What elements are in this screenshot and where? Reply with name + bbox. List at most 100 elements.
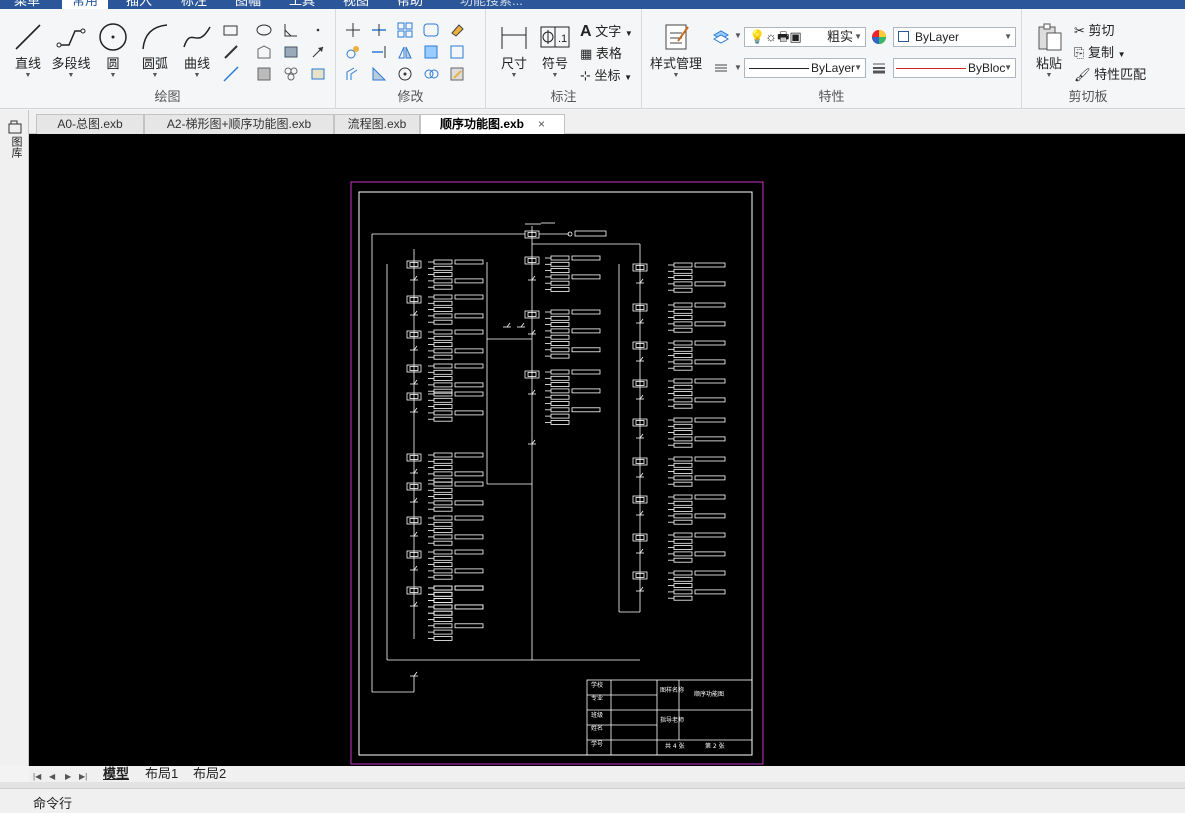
image-icon[interactable] [309,65,327,83]
rectangle-icon[interactable] [222,21,240,39]
line-icon [15,24,41,50]
properties-group-label: 特性 [818,89,845,104]
ellipse-icon[interactable] [255,21,273,39]
layer-manager-icon[interactable] [712,27,730,45]
chevron-down-icon[interactable]: ▼ [734,31,742,40]
menu-item-menu[interactable]: 菜单 [14,0,41,8]
step-inner [527,258,537,263]
lineweight-icon[interactable] [870,59,888,77]
stretch-icon[interactable] [422,43,440,61]
window-select-icon[interactable] [448,43,466,61]
scale-icon[interactable] [370,65,388,83]
action-box [673,576,693,582]
arc-tool[interactable]: 圆弧 ▼ [137,21,173,80]
action-box [433,610,453,616]
paste-button[interactable]: 粘贴 ▼ [1030,21,1068,80]
step-box [524,310,540,319]
nav-next-icon[interactable]: ▶ [65,772,72,781]
region-icon[interactable] [255,65,273,83]
hatch-line-icon[interactable] [222,43,240,61]
copy-object-icon[interactable] [344,43,362,61]
chart-line [413,310,418,316]
cloud-icon[interactable] [282,65,300,83]
nav-last-icon[interactable]: ▶| [79,772,88,781]
symbol-tool[interactable]: .1 符号 ▼ [536,21,574,80]
layer-combo[interactable]: 💡☼🖶▣ 粗实 ▼ [744,27,866,47]
action-box [433,397,453,403]
menu-item-annotate[interactable]: 标注 [181,0,208,8]
explode-icon[interactable] [422,65,440,83]
offset-icon[interactable] [344,65,362,83]
cut-button[interactable]: ✂ 剪切 [1074,23,1115,38]
function-search-input[interactable]: 功能搜索... [460,0,523,8]
layout-tab-2[interactable]: 布局2 [193,766,227,781]
layout-tab-1[interactable]: 布局1 [145,766,179,781]
copy-button[interactable]: ⎘ 复制 ▼ [1074,45,1126,60]
line-tool[interactable]: 直线 ▼ [8,21,48,80]
action-box [673,513,693,519]
fillet-icon[interactable] [422,21,440,39]
library-tab[interactable]: 图库 [10,136,22,158]
action-label-box [454,604,484,610]
move-icon[interactable] [344,21,362,39]
linetype-combo[interactable]: ByLayer ▼ [744,58,866,78]
action-label-box [571,369,601,375]
file-tab-active[interactable]: 顺序功能图.exb× [420,114,565,134]
action-box [550,261,570,267]
action-label-box [694,378,726,384]
step-inner [527,372,537,377]
file-tab[interactable]: A2-梯形图+顺序功能图.exb [144,114,334,134]
menu-item-tools[interactable]: 工具 [289,0,316,8]
file-tab[interactable]: A0-总图.exb [36,114,144,134]
menu-item-sheet[interactable]: 图幅 [235,0,262,8]
dimension-tool[interactable]: 尺寸 ▼ [494,21,534,80]
style-manager-tool[interactable]: 样式管理 ▼ [648,21,704,80]
arrow-icon[interactable] [309,43,327,61]
action-box [673,275,693,281]
table-button[interactable]: ▦ 表格 [580,46,622,61]
properties-edit-icon[interactable] [448,65,466,83]
menu-item-insert[interactable]: 插入 [126,0,153,8]
circle-tool[interactable]: 圆 ▼ [96,21,130,80]
eraser-icon[interactable] [448,21,466,39]
file-tab[interactable]: 流程图.exb [334,114,420,134]
sequential-function-chart [371,222,726,693]
lineweight-combo[interactable]: ByBloc ▼ [893,58,1016,78]
array-icon[interactable] [396,21,414,39]
trim-icon[interactable] [370,21,388,39]
curve-tool[interactable]: 曲线 ▼ [179,21,215,80]
chevron-down-icon[interactable]: ▼ [734,63,742,72]
menu-item-view[interactable]: 视图 [343,0,370,8]
action-label-box [694,551,726,557]
block-icon[interactable] [282,43,300,61]
color-wheel-icon[interactable] [870,28,888,46]
layout-tab-model[interactable]: 模型 [103,766,130,781]
nav-first-icon[interactable]: |◀ [33,772,42,781]
action-box [673,589,693,595]
action-box [673,423,693,429]
extend-icon[interactable] [370,43,388,61]
color-combo[interactable]: ByLayer ▼ [893,27,1016,47]
horizontal-scrollbar[interactable] [0,782,1185,788]
menu-item-help[interactable]: 帮助 [397,0,424,8]
command-line[interactable]: 命令行 [0,788,1185,813]
text-button[interactable]: A 文字 ▼ [580,23,633,40]
drawing-canvas[interactable]: 学校 专业 班级 姓名 学号 图样名称 顺序功能图 指导老师 共 4 张 第 2… [29,134,1185,766]
action-box [433,335,453,341]
nav-prev-icon[interactable]: ◀ [49,772,56,781]
coordinate-button[interactable]: ⊹ 坐标 ▼ [580,68,633,83]
match-properties-button[interactable]: 🖌 特性匹配 [1074,67,1147,82]
linetype-icon[interactable] [712,59,730,77]
rotate-icon[interactable] [396,65,414,83]
mirror-icon[interactable] [396,43,414,61]
library-icon[interactable] [8,120,22,137]
close-icon[interactable]: × [538,117,546,131]
ribbon: 直线 ▼ 多段线 ▼ 圆 ▼ 圆弧 ▼ 曲线 ▼ [0,9,1185,109]
chamfer-icon[interactable] [282,21,300,39]
action-box [433,585,453,591]
construction-line-icon[interactable] [222,65,240,83]
polyline-tool[interactable]: 多段线 ▼ [50,21,92,80]
boundary-icon[interactable] [255,43,273,61]
menu-item-home[interactable]: 常用 [62,0,109,9]
point-icon[interactable] [309,21,327,39]
